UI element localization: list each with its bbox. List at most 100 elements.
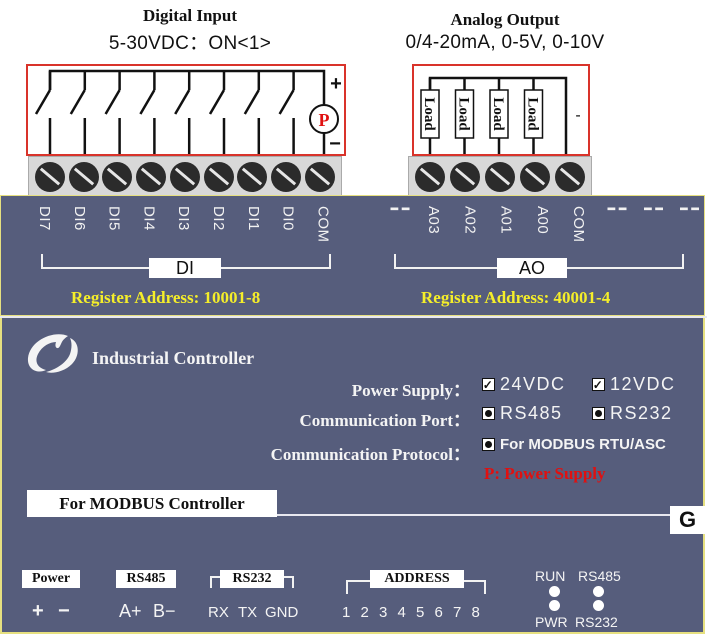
terminal-screw [237, 162, 268, 192]
load-label: Load [456, 97, 472, 131]
digital-input-terminal-strip [28, 156, 342, 198]
load-label: Load [421, 97, 437, 131]
digital-input-title: Digital Input [143, 6, 237, 25]
rs485-a-pin: A+ [119, 601, 142, 621]
address-dip-pin[interactable]: 2 [360, 604, 369, 621]
ao-terminal-label: ¦ [679, 206, 702, 214]
di-switch [34, 71, 52, 154]
ao-terminal-label: ¦ [607, 206, 630, 214]
address-dip-pin[interactable]: 5 [416, 604, 425, 621]
di-terminal-label: DI0 [279, 206, 297, 231]
rs232-port-label: RS232 [220, 570, 284, 588]
di-switch [208, 71, 226, 154]
terminal-screw [102, 162, 133, 192]
rs232-tx-pin: TX [238, 604, 258, 621]
terminal-screw [169, 162, 200, 192]
di-switch [243, 71, 261, 154]
address-dip-pin[interactable]: 4 [397, 604, 406, 621]
di-terminal-label: DI3 [175, 206, 193, 231]
ao-terminal-label: A01 [497, 206, 515, 235]
address-dip-pin[interactable]: 6 [434, 604, 443, 621]
address-dip-pin[interactable]: 3 [379, 604, 388, 621]
terminal-screw [554, 162, 585, 192]
ao-minus-sign: - [575, 107, 580, 124]
load-resistor: Load [454, 78, 475, 154]
di-switch [139, 71, 156, 154]
ao-group-label: AO [497, 258, 567, 278]
address-dip-pin[interactable]: 8 [471, 604, 480, 621]
option-modbus-rtu-asc[interactable]: For MODBUS RTU/ASC [482, 436, 666, 453]
analog-output-title: Analog Output [450, 10, 560, 29]
plus-sign: + [330, 73, 342, 95]
power-source-symbol [309, 104, 339, 134]
rs485-b-pin: B− [153, 601, 176, 621]
terminal-screw [68, 162, 99, 192]
analog-output-load-diagram: Load Load Load Load - [420, 76, 581, 154]
terminal-screw [34, 162, 65, 192]
radio-icon[interactable] [482, 438, 495, 451]
terminal-screw [484, 162, 515, 192]
rs485-led-indicator [593, 586, 604, 597]
option-12vdc[interactable]: ✓ 12VDC [592, 374, 676, 395]
terminal-screw [415, 162, 446, 192]
analog-output-spec: 0/4-20mA, 0-5V, 0-10V [405, 32, 605, 53]
address-dip-pin[interactable]: 7 [453, 604, 462, 621]
ground-tag: G [670, 506, 705, 534]
ao-terminal-label: COM [570, 206, 587, 243]
digital-input-spec: 5-30VDC：ON<1> [108, 33, 272, 54]
power-plus-pin: + [32, 600, 44, 622]
power-port-label: Power [22, 570, 80, 588]
checkbox-icon[interactable]: ✓ [592, 377, 605, 392]
option-rs485[interactable]: RS485 [482, 403, 563, 424]
di-switch [174, 71, 191, 154]
load-label: Load [525, 97, 541, 131]
di-terminal-label: DI6 [70, 206, 88, 231]
radio-icon[interactable] [592, 407, 605, 420]
di-terminal-label: COM [314, 206, 332, 243]
power-minus-pin: − [58, 600, 70, 622]
di-register-address: Register Address: 10001-8 [71, 288, 261, 307]
option-label: 24VDC [500, 374, 566, 394]
analog-output-wiring-box: Load Load Load Load - [412, 64, 590, 156]
company-logo-icon [27, 334, 78, 373]
panel-divider [0, 316, 707, 318]
option-label: RS232 [610, 403, 673, 423]
di-terminal-label: DI7 [36, 206, 53, 231]
power-supply-note: P: Power Supply [484, 464, 606, 483]
comm-port-label: Communication Port： [299, 411, 470, 430]
rs232-rx-pin: RX [208, 604, 229, 621]
terminal-screw [203, 162, 234, 192]
di-switch [104, 71, 121, 154]
terminal-screw [519, 162, 550, 192]
ao-terminal-label: A03 [425, 206, 443, 235]
radio-icon[interactable] [482, 407, 495, 420]
modbus-divider-line [277, 514, 670, 516]
option-24vdc[interactable]: ✓ 24VDC [482, 374, 566, 395]
di-switch [69, 71, 87, 154]
checkbox-icon[interactable]: ✓ [482, 377, 495, 392]
rs232-led-indicator [593, 600, 604, 611]
option-label: For MODBUS RTU/ASC [500, 436, 666, 453]
terminal-screw [136, 162, 167, 192]
led-label-rs232-bottom: RS232 [575, 614, 618, 630]
load-label: Load [490, 97, 506, 131]
option-rs232[interactable]: RS232 [592, 403, 673, 424]
terminal-screw [271, 162, 302, 192]
minus-sign: − [329, 133, 341, 154]
ao-terminal-label: ¦ [390, 206, 412, 214]
address-dip-pin[interactable]: 1 [342, 604, 351, 621]
power-supply-label: Power Supply： [351, 381, 470, 400]
load-resistor: Load [420, 78, 440, 154]
pwr-led-indicator [549, 600, 560, 611]
run-led-indicator [549, 586, 560, 597]
digital-input-wiring-box: P + − [26, 64, 346, 156]
load-resistor: Load [489, 78, 509, 154]
ao-terminal-label: ¦ [643, 206, 666, 214]
option-label: 12VDC [610, 374, 676, 394]
led-label-run: RUN [535, 568, 566, 584]
di-group-label: DI [149, 258, 221, 278]
option-label: RS485 [500, 403, 563, 423]
ao-register-address: Register Address: 40001-4 [421, 288, 611, 307]
di-switch [278, 71, 295, 154]
controller-panel: Industrial Controller Power Supply： ✓ 24… [0, 318, 705, 634]
